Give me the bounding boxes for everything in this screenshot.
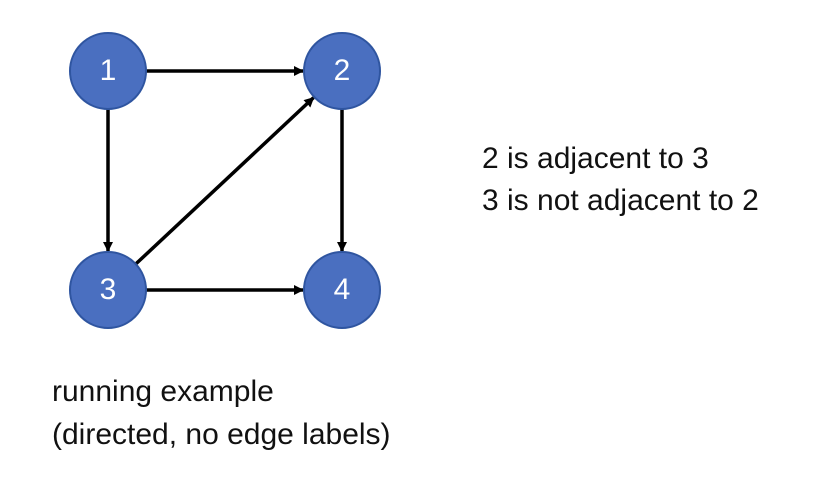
nodes: 1 2 3 4: [69, 32, 381, 329]
note-line-2: 3 is not adjacent to 2: [482, 184, 759, 217]
node-1: 1: [69, 32, 147, 110]
node-2-circle: [303, 32, 381, 110]
node-3: 3: [69, 251, 147, 329]
node-2: 2: [303, 32, 381, 110]
node-4: 4: [303, 251, 381, 329]
node-4-circle: [303, 251, 381, 329]
adjacency-notes: 2 is adjacent to 3 3 is not adjacent to …: [482, 138, 759, 222]
node-4-label: 4: [334, 273, 351, 306]
node-2-label: 2: [334, 54, 351, 87]
caption-line-2: (directed, no edge labels): [52, 418, 391, 451]
edge-3-to-2: [134, 96, 315, 266]
caption: running example (directed, no edge label…: [52, 370, 391, 456]
node-3-label: 3: [100, 273, 117, 306]
node-1-circle: [69, 32, 147, 110]
note-line-1: 2 is adjacent to 3: [482, 142, 709, 175]
caption-line-1: running example: [52, 375, 274, 408]
node-3-circle: [69, 251, 147, 329]
edges: [103, 66, 347, 295]
node-1-label: 1: [100, 54, 117, 87]
